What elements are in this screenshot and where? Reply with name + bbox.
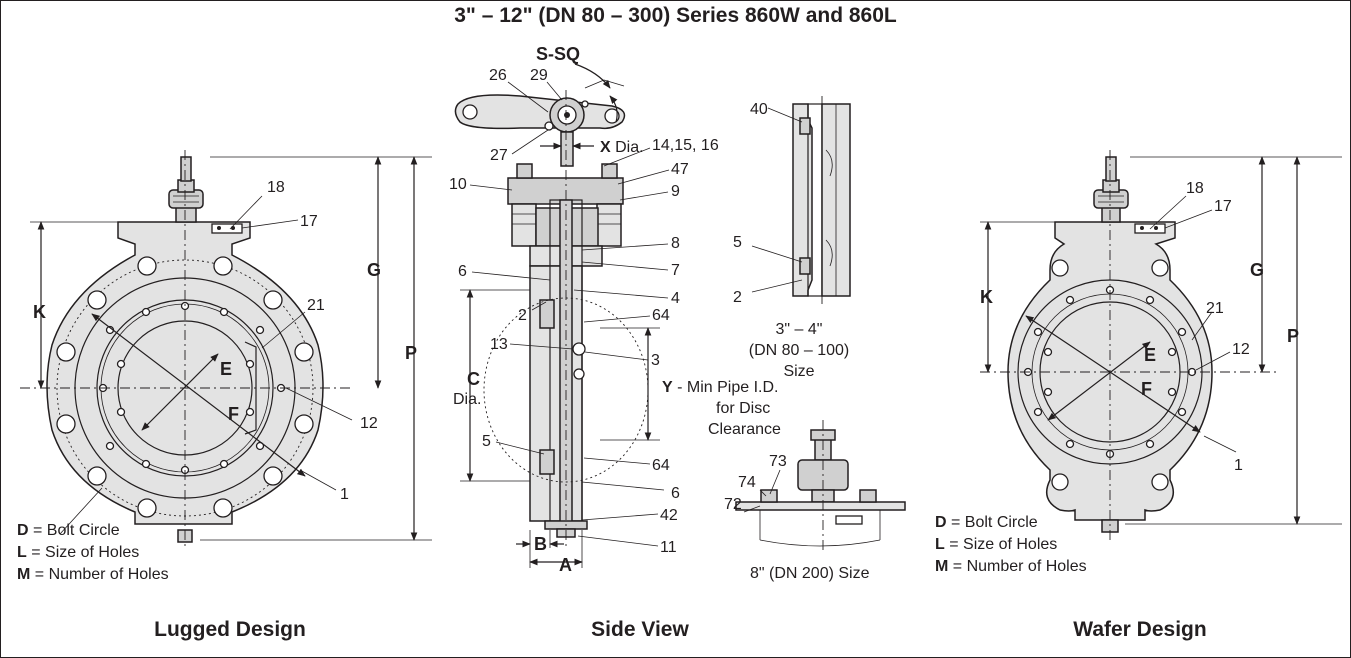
- side-callout-8: 8: [671, 235, 680, 252]
- side-dim-x: X Dia.: [600, 139, 644, 156]
- side-callout-29: 29: [530, 67, 548, 84]
- side-callout-6-bottom: 6: [671, 485, 680, 502]
- small-size-section: 40 5 2 3" – 4" (DN 80 – 100) Size: [733, 96, 851, 380]
- side-callout-6-top: 6: [458, 263, 467, 280]
- side-dim-c: C: [467, 369, 480, 389]
- side-callout-5: 5: [482, 433, 491, 450]
- side-callout-13: 13: [490, 336, 508, 353]
- caption-side-view: Side View: [591, 618, 689, 641]
- side-dim-ssq: S-SQ: [536, 44, 580, 64]
- lugged-dim-e: E: [220, 359, 232, 379]
- side-dim-y-line2: for Disc: [716, 400, 770, 417]
- side-callout-27: 27: [490, 147, 508, 164]
- wafer-callout-21: 21: [1206, 300, 1224, 317]
- wafer-callout-1: 1: [1234, 457, 1243, 474]
- side-callout-64-top: 64: [652, 307, 670, 324]
- small-callout-5: 5: [733, 234, 742, 251]
- small-callout-40: 40: [750, 101, 768, 118]
- eight-callout-73: 73: [769, 453, 787, 470]
- side-callout-26: 26: [489, 67, 507, 84]
- caption-lugged-design: Lugged Design: [154, 618, 306, 641]
- lugged-legend: D = Bolt Circle L = Size of Holes M = Nu…: [17, 520, 169, 586]
- side-callout-7: 7: [671, 262, 680, 279]
- side-callout-11: 11: [660, 539, 677, 556]
- lugged-legend-l: L = Size of Holes: [17, 544, 140, 561]
- wafer-dim-f: F: [1141, 379, 1152, 399]
- side-callout-2: 2: [518, 307, 527, 324]
- side-dim-y: Y - Min Pipe I.D.: [662, 379, 778, 396]
- lugged-callout-12: 12: [360, 415, 378, 432]
- side-dim-a: A: [559, 555, 572, 575]
- eight-inch-detail: 73 74 72 8" (DN 200) Size: [724, 420, 906, 582]
- lugged-callout-1: 1: [340, 486, 349, 503]
- small-size-line1: 3" – 4": [776, 321, 823, 338]
- lugged-callout-17: 17: [300, 213, 318, 230]
- eight-size-label: 8" (DN 200) Size: [750, 565, 870, 582]
- wafer-legend-l: L = Size of Holes: [935, 536, 1058, 553]
- lugged-legend-d: D = Bolt Circle: [17, 522, 120, 539]
- wafer-dim-k: K: [980, 287, 993, 307]
- wafer-callout-18: 18: [1186, 180, 1204, 197]
- lugged-callout-21: 21: [307, 297, 325, 314]
- lugged-dim-k: K: [33, 302, 46, 322]
- lugged-bolt-holes: [56, 256, 314, 518]
- side-dim-y-line3: Clearance: [708, 421, 781, 438]
- wafer-callout-12: 12: [1232, 341, 1250, 358]
- wafer-legend: D = Bolt Circle L = Size of Holes M = Nu…: [935, 512, 1087, 578]
- side-dim-b: B: [534, 534, 547, 554]
- lugged-legend-m: M = Number of Holes: [17, 566, 169, 583]
- lugged-dim-g: G: [367, 260, 381, 280]
- side-callout-4: 4: [671, 290, 680, 307]
- wafer-callout-17: 17: [1214, 198, 1232, 215]
- eight-callout-74: 74: [738, 474, 756, 491]
- eight-callout-72: 72: [724, 496, 742, 513]
- wafer-view: 18 17 21 12 1 K G P E F: [980, 150, 1342, 540]
- side-callout-3: 3: [651, 352, 660, 369]
- lugged-dim-f: F: [228, 404, 239, 424]
- small-size-line3: Size: [783, 363, 814, 380]
- drawing-title: 3" – 12" (DN 80 – 300) Series 860W and 8…: [454, 4, 897, 27]
- side-callout-9: 9: [671, 183, 680, 200]
- side-view: S-SQ 29 26 27 X Dia. 14,15, 16 47 10 9 8…: [449, 44, 781, 575]
- wafer-dim-e: E: [1144, 345, 1156, 365]
- side-callout-64-bottom: 64: [652, 457, 670, 474]
- side-callout-47: 47: [671, 161, 689, 178]
- lugged-callout-18: 18: [267, 179, 285, 196]
- wafer-legend-d: D = Bolt Circle: [935, 514, 1038, 531]
- wafer-dim-g: G: [1250, 260, 1264, 280]
- wafer-dim-p: P: [1287, 326, 1299, 346]
- side-callout-10: 10: [449, 176, 467, 193]
- side-handle-plate: [454, 94, 626, 130]
- side-dim-c-dia: Dia.: [453, 391, 481, 408]
- side-callout-42: 42: [660, 507, 678, 524]
- side-callout-14-15-16: 14,15, 16: [652, 137, 719, 154]
- wafer-legend-m: M = Number of Holes: [935, 558, 1087, 575]
- lugged-dim-p: P: [405, 343, 417, 363]
- caption-wafer-design: Wafer Design: [1073, 618, 1207, 641]
- lugged-view: 18 17 21 12 1 K G P E F: [20, 150, 432, 548]
- small-callout-2: 2: [733, 289, 742, 306]
- small-size-line2: (DN 80 – 100): [749, 342, 850, 359]
